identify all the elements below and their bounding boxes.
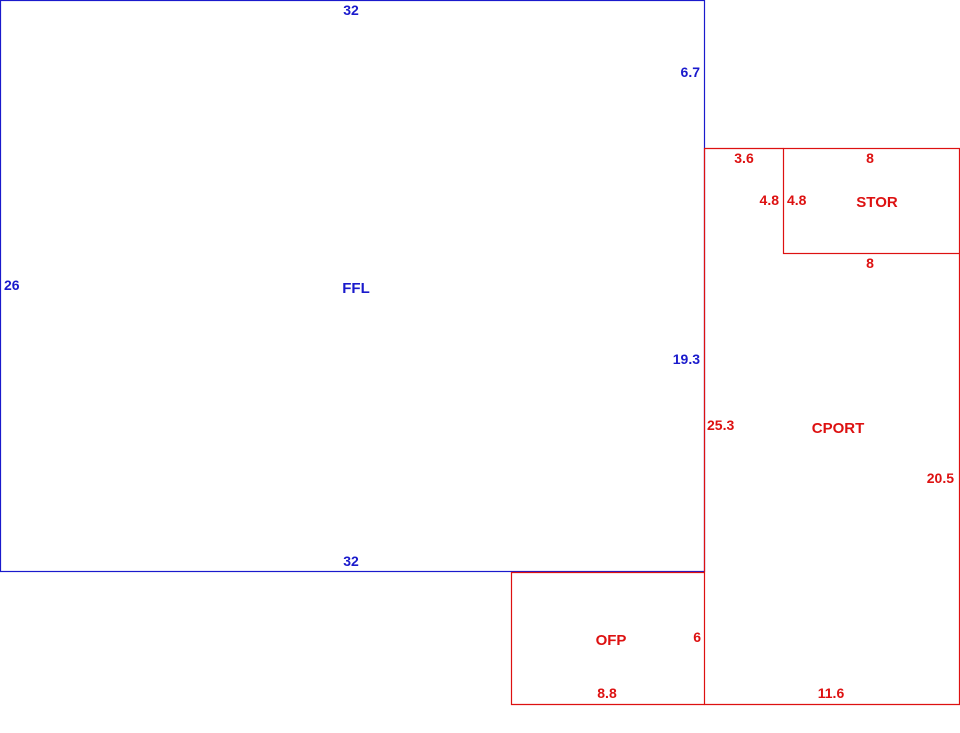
- ffl-area: 32 32 26 6.7 19.3 FFL: [0, 0, 706, 573]
- ffl-right-lower-dim: 19.3: [673, 351, 700, 367]
- cport-left-dim: 25.3: [707, 417, 734, 433]
- ffl-left-dim: 26: [4, 277, 20, 293]
- cport-top-dim: 3.6: [734, 150, 754, 166]
- cport-area-name: CPORT: [812, 420, 865, 437]
- ofp-area-name: OFP: [596, 632, 627, 649]
- stor-bottom-dim: 8: [866, 255, 874, 271]
- ofp-right-dim: 6: [693, 629, 701, 645]
- cport-right-dim: 20.5: [927, 470, 954, 486]
- stor-left-dim: 4.8: [787, 192, 807, 208]
- ofp-area: 8.8 6 OFP: [510, 571, 705, 706]
- cport-bottom-dim: 11.6: [818, 685, 845, 701]
- cport-area: 3.6 4.8 25.3 20.5 11.6 CPORT: [703, 147, 960, 706]
- ffl-top-dim: 32: [343, 2, 359, 18]
- ffl-right-upper-dim: 6.7: [681, 64, 701, 80]
- stor-top-dim: 8: [866, 150, 874, 166]
- ffl-bottom-dim: 32: [343, 553, 359, 569]
- ofp-outline: [510, 571, 705, 706]
- stor-area-name: STOR: [856, 194, 898, 211]
- ffl-area-name: FFL: [342, 280, 370, 297]
- cport-left-upper-dim: 4.8: [760, 192, 780, 208]
- ofp-bottom-dim: 8.8: [597, 685, 617, 701]
- stor-area: 8 8 4.8 STOR: [782, 147, 960, 271]
